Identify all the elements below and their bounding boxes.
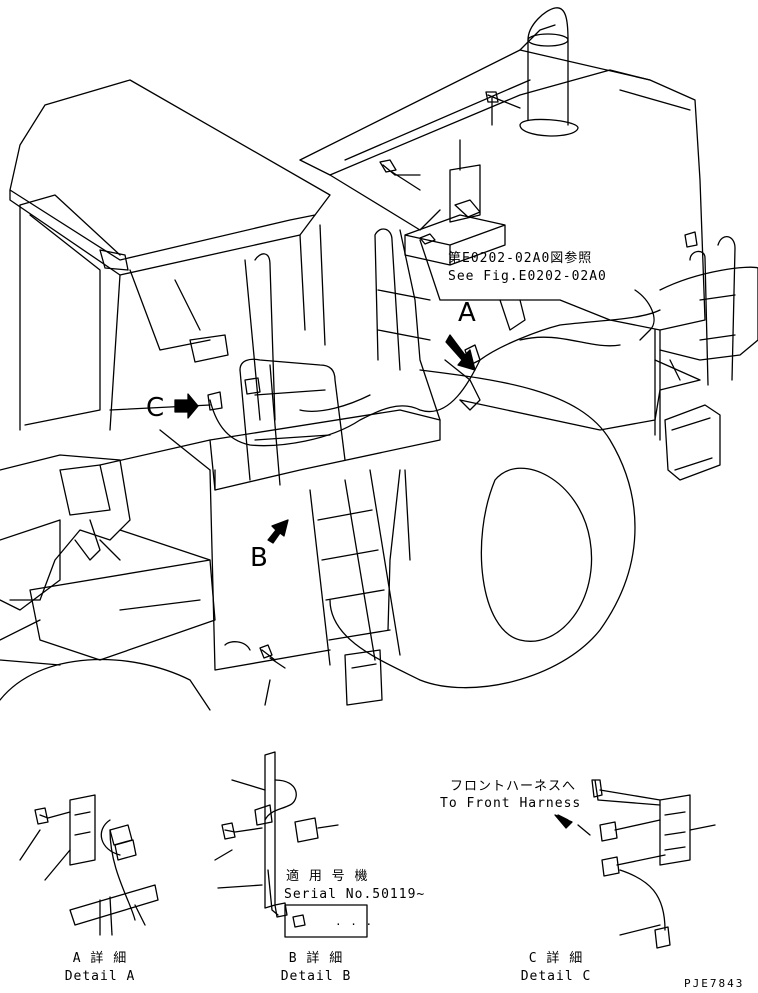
serial-en: Serial No.50119~: [284, 887, 426, 902]
wiring-harness: [210, 310, 660, 446]
serial-box: [285, 905, 367, 937]
serial-jp: 適 用 号 機: [286, 869, 369, 884]
machine-illustration: [0, 8, 758, 710]
rear-tire: [330, 370, 635, 688]
drawing-id: PJE7843: [684, 977, 745, 990]
detail-b-title-en: Detail B: [280, 969, 352, 984]
exhaust-stack: [528, 8, 568, 125]
reference-jp: 第E0202-02A0図参照: [448, 251, 593, 266]
front-frame: [0, 455, 130, 600]
detail-b-title-jp: B 詳 細: [288, 951, 344, 966]
callout-a: A: [458, 298, 476, 328]
callout-c: C: [146, 393, 165, 423]
detail-c-title-en: Detail C: [520, 969, 592, 984]
detail-c-illustration: [555, 780, 715, 948]
detail-a-title-en: Detail A: [64, 969, 136, 984]
detail-a-title-jp: A 詳 細: [72, 951, 128, 966]
front-harness-en: To Front Harness: [440, 796, 582, 811]
serial-box-text: . . .: [335, 915, 374, 928]
detail-b-illustration: [215, 752, 367, 937]
arrow-c: [175, 394, 198, 418]
arrow-b: [268, 520, 288, 543]
arrow-a: [446, 335, 475, 370]
detail-c-title-jp: C 詳 細: [528, 951, 584, 966]
callout-b: B: [250, 543, 268, 573]
rear-step: [665, 405, 720, 480]
access-ladder: [310, 470, 400, 665]
front-harness-jp: フロントハーネスへ: [450, 779, 577, 794]
detail-a-illustration: [20, 795, 158, 935]
reference-en: See Fig.E0202-02A0: [448, 269, 607, 284]
